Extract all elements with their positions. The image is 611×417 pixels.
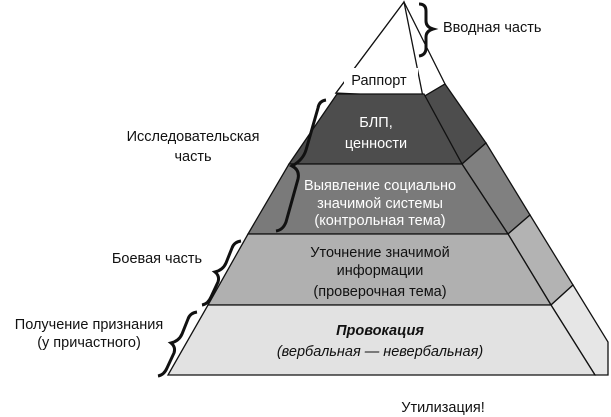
recognition-label-line-1: Получение признания: [15, 317, 163, 333]
battle-label: Боевая часть: [112, 251, 202, 267]
rapport-label: Раппорт: [351, 73, 407, 89]
reveal-label-line-2: значимой системы: [317, 196, 443, 212]
refine-label-line-2: информации: [337, 263, 424, 279]
rapport-label-box: [344, 68, 418, 92]
refine-label-line-1: Уточнение значимой: [310, 245, 449, 261]
utilization-label: Утилизация!: [401, 400, 485, 416]
reveal-label-line-1: Выявление социально: [304, 178, 456, 194]
intro-label: Вводная часть: [443, 20, 541, 36]
brace-intro: [418, 2, 439, 58]
research-label-line-2: часть: [174, 149, 211, 165]
blp-label-line-2: ценности: [345, 136, 407, 152]
brace-battle: [201, 239, 242, 307]
brace-recognition: [157, 310, 198, 378]
blp-label-line-1: БЛП,: [359, 115, 392, 131]
provocation-label-subtitle: (вербальная — невербальная): [277, 344, 483, 360]
brace-research: [275, 98, 327, 233]
provocation-label-title: Провокация: [336, 323, 424, 339]
research-label-line-1: Исследовательская: [127, 129, 260, 145]
level-5-provocation: [166, 304, 597, 376]
recognition-label-line-2: (у причастного): [37, 335, 141, 351]
reveal-label-line-3: (контрольная тема): [314, 213, 445, 229]
refine-label-line-3: (проверочная тема): [313, 284, 446, 300]
